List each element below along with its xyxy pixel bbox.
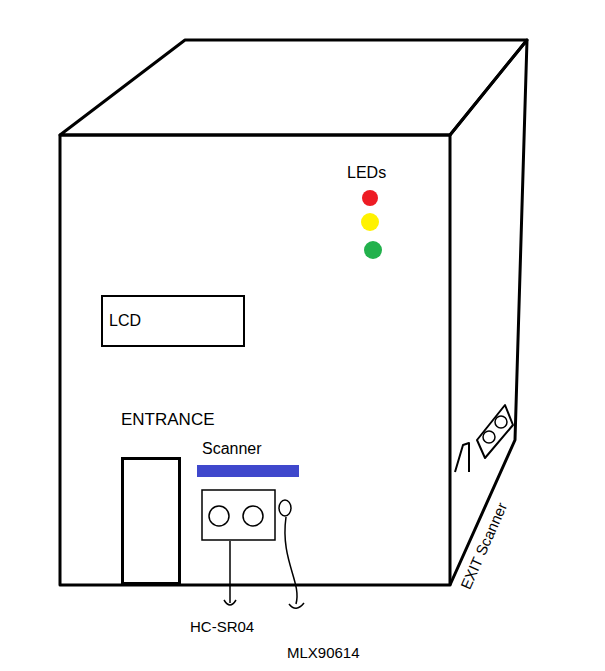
yellow-led: [361, 213, 379, 231]
node-label: LCD: [109, 311, 237, 330]
red-led: [362, 190, 378, 206]
leader-line: [285, 517, 297, 604]
ultrasonic-eye: [209, 506, 229, 526]
leader-line: [229, 541, 231, 603]
entrance-door: ENTRANCE: [121, 457, 181, 585]
ultrasonic-eye: [243, 506, 263, 526]
exit-scanner-box: [477, 405, 513, 458]
node-label: Scanner: [202, 439, 262, 458]
sensor-label: MLX90614: [287, 644, 360, 662]
leader-hook: [289, 603, 304, 608]
ir-thermometer: [279, 500, 291, 516]
exit-scanner-label: EXIT Scanner: [457, 500, 511, 592]
green-led: [364, 241, 382, 259]
ultrasonic-sensor: [202, 490, 275, 540]
leader-hook: [224, 600, 236, 605]
cube-side: [450, 40, 527, 585]
cube-top: [60, 40, 527, 135]
cube-front: [60, 135, 450, 585]
exit-scanner-eye: [483, 431, 495, 443]
exit-slot: [455, 443, 469, 472]
node-label: ENTRANCE: [121, 410, 215, 430]
sensor-label: HC-SR04: [190, 618, 254, 636]
scanner-bar: Scanner: [197, 465, 299, 477]
led-label: LEDs: [347, 163, 386, 182]
exit-scanner-eye: [495, 416, 507, 428]
lcd-display: LCD: [101, 295, 245, 347]
